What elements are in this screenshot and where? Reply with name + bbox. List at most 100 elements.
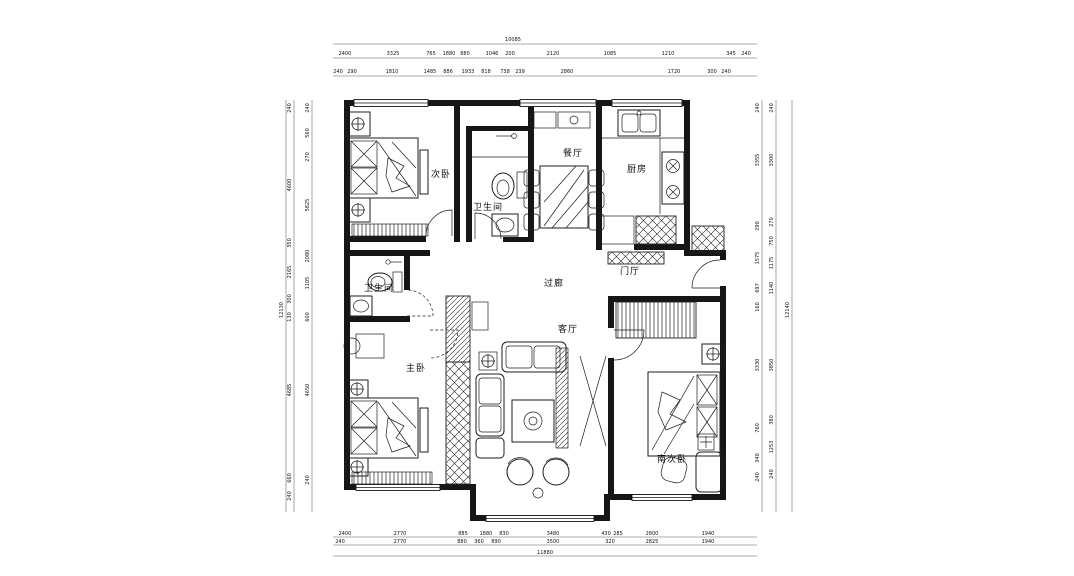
furniture-living xyxy=(475,341,607,499)
dim-value: 818 xyxy=(481,69,491,75)
room-label-bedroom-north: 次卧 xyxy=(431,168,451,180)
dim-value: 660 xyxy=(287,473,293,483)
dim-value: 2800 xyxy=(646,531,659,537)
door-bath-master xyxy=(406,289,434,317)
room-labels: 次卧 卫生间 餐厅 厨房 过廊 门厅 客厅 卫生间 主卧 南次卧 xyxy=(364,147,687,465)
dim-value: 2400 xyxy=(339,531,352,537)
flue-shaft xyxy=(691,225,725,253)
dim-value: 600 xyxy=(305,312,311,322)
dim-value: 1105 xyxy=(305,277,311,290)
dim-value: 885 xyxy=(458,531,468,537)
furniture-bedroom-north xyxy=(345,111,429,223)
dim-value: 270 xyxy=(769,217,775,227)
window xyxy=(355,484,441,491)
dim-value: 240 xyxy=(305,475,311,485)
dim-value: 350 xyxy=(287,238,293,248)
room-label-corridor: 过廊 xyxy=(544,277,564,289)
radiator xyxy=(351,471,433,485)
dim-value: 1880 xyxy=(480,531,493,537)
dim-value: 12130 xyxy=(279,302,285,318)
dim-value: 290 xyxy=(347,69,357,75)
dim-value: 340 xyxy=(755,453,761,463)
window xyxy=(519,99,597,107)
dimensions-right: 240 3355 290 1575 697 160 3330 760 340 2… xyxy=(755,103,791,482)
dim-value: 240 xyxy=(755,472,761,482)
dim-value: 1210 xyxy=(662,51,675,57)
window xyxy=(485,515,595,522)
dim-value: 240 xyxy=(287,103,293,113)
dim-value: 12140 xyxy=(785,302,791,318)
radiator xyxy=(351,223,429,237)
dim-value: 3480 xyxy=(547,531,560,537)
dim-value: 2770 xyxy=(394,539,407,545)
dim-value: 1720 xyxy=(668,69,681,75)
tv-wall-hatch xyxy=(555,347,569,449)
dim-value: 360 xyxy=(474,539,484,545)
wardrobe-master xyxy=(445,295,471,363)
dim-value: 760 xyxy=(755,423,761,433)
room-label-foyer: 门厅 xyxy=(620,265,640,277)
dim-value: 2165 xyxy=(287,266,293,279)
room-label-bath-north: 卫生间 xyxy=(473,201,503,213)
furniture-kitchen xyxy=(599,109,685,245)
fixtures-bath-north xyxy=(470,133,528,237)
dim-value: 240 xyxy=(741,51,751,57)
dim-value: 11880 xyxy=(537,550,553,556)
dimension-lines xyxy=(285,43,793,557)
dim-value: 4600 xyxy=(287,179,293,192)
dim-value: 3325 xyxy=(387,51,400,57)
dim-value: 1175 xyxy=(769,257,775,270)
dim-value: 2860 xyxy=(561,69,574,75)
dim-value: 886 xyxy=(443,69,453,75)
dim-value: 3330 xyxy=(755,359,761,372)
room-label-bath-master: 卫生间 xyxy=(364,282,394,294)
dim-value: 240 xyxy=(755,103,761,113)
dim-value: 320 xyxy=(605,539,615,545)
dim-value: 560 xyxy=(305,128,311,138)
dimensions-top: 10085 2400 3325 765 1880 880 1046 200 21… xyxy=(333,37,751,75)
dim-value: 5825 xyxy=(305,199,311,212)
dim-value: 830 xyxy=(499,531,509,537)
dim-value: 130 xyxy=(287,312,293,322)
dim-value: 240 xyxy=(287,491,293,501)
dim-value: 880 xyxy=(460,51,470,57)
hatches xyxy=(351,215,725,485)
dim-value: 1253 xyxy=(769,441,775,454)
door-bath-north xyxy=(474,212,502,240)
vent-shaft xyxy=(607,251,665,265)
dim-value: 1880 xyxy=(443,51,456,57)
dim-value: 10085 xyxy=(505,37,521,43)
wardrobe-south xyxy=(615,301,697,339)
dim-value: 1940 xyxy=(702,531,715,537)
dim-value: 240 xyxy=(305,103,311,113)
dim-value: 697 xyxy=(755,283,761,293)
dim-value: 750 xyxy=(769,236,775,246)
dim-value: 2080 xyxy=(305,250,311,263)
furniture-bedroom-south xyxy=(647,343,725,493)
dimensions-bottom: 2400 2770 885 1880 830 3480 430 285 2800… xyxy=(335,531,714,556)
dim-value: 240 xyxy=(769,469,775,479)
dim-value: 3300 xyxy=(769,154,775,167)
dim-value: 285 xyxy=(613,531,623,537)
dim-value: 240 xyxy=(335,539,345,545)
dim-value: 1485 xyxy=(424,69,437,75)
cabinet xyxy=(471,301,489,331)
door-entry xyxy=(691,259,721,289)
flue-shaft xyxy=(635,215,677,245)
dim-value: 200 xyxy=(505,51,515,57)
dim-value: 160 xyxy=(755,302,761,312)
window xyxy=(631,494,693,501)
dim-value: 2770 xyxy=(394,531,407,537)
dim-value: 430 xyxy=(601,531,611,537)
dim-value: 1575 xyxy=(755,252,761,265)
room-label-bedroom-south: 南次卧 xyxy=(657,453,687,465)
dim-value: 3850 xyxy=(769,359,775,372)
dim-value: 1085 xyxy=(604,51,617,57)
dim-value: 2400 xyxy=(339,51,352,57)
dim-value: 738 xyxy=(500,69,510,75)
dim-value: 890 xyxy=(491,539,501,545)
room-label-kitchen: 厨房 xyxy=(627,163,647,175)
dim-value: 3355 xyxy=(755,154,761,167)
dim-value: 1140 xyxy=(769,282,775,295)
